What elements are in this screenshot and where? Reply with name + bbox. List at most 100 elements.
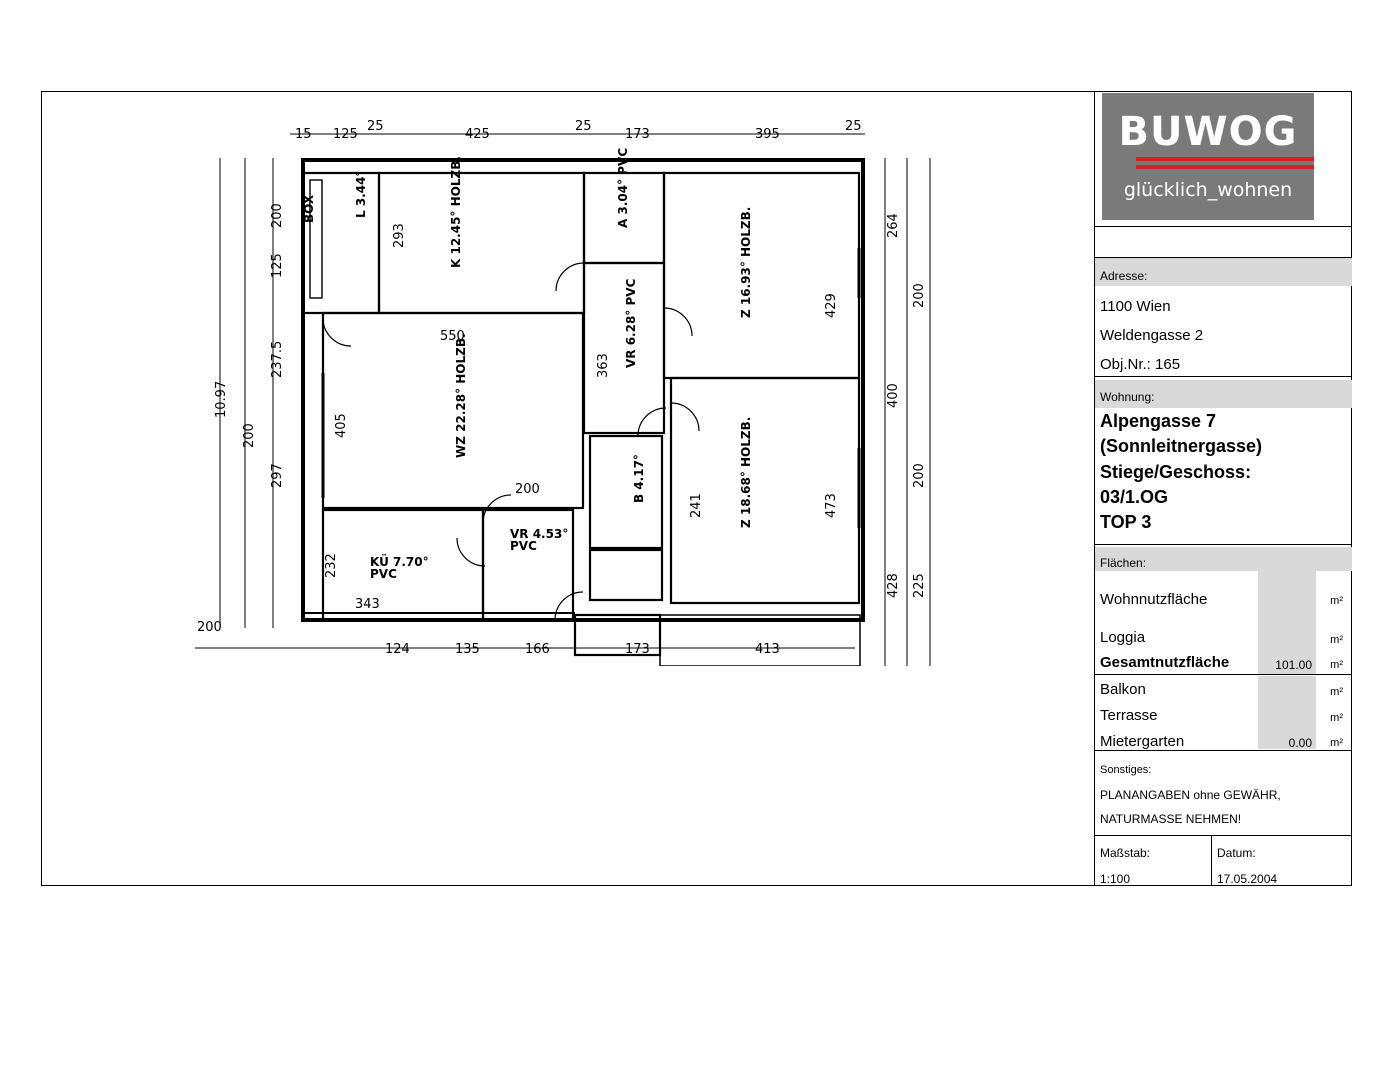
address-street: Weldengasse 2 (1100, 327, 1204, 344)
svg-text:425: 425 (465, 127, 490, 142)
floor-plan: 125 425 173 395 15 25 25 25 550 343 200 124 1… (195, 118, 940, 666)
svg-text:241: 241 (689, 493, 704, 518)
svg-text:25: 25 (575, 119, 592, 134)
area-name: Loggia (1100, 629, 1146, 646)
date-value: 17.05.2004 (1217, 872, 1278, 886)
svg-text:550: 550 (440, 329, 465, 344)
svg-text:297: 297 (270, 463, 285, 488)
area-unit: m² (1330, 634, 1343, 646)
logo-red-bar (1136, 157, 1314, 161)
svg-text:K 12.45° HOLZB.: K 12.45° HOLZB. (449, 156, 463, 268)
svg-text:Z 18.68° HOLZB.: Z 18.68° HOLZB. (739, 417, 753, 528)
svg-text:PVC: PVC (370, 567, 397, 581)
svg-text:200: 200 (515, 482, 540, 497)
svg-text:429: 429 (824, 293, 839, 318)
svg-text:225: 225 (912, 573, 927, 598)
other-label: Sonstiges: (1100, 764, 1152, 776)
svg-text:KÜ 7.70°: KÜ 7.70° (370, 554, 429, 569)
divider (1095, 835, 1352, 836)
area-name: Wohnnutzfläche (1100, 591, 1208, 608)
svg-text:428: 428 (886, 573, 901, 598)
apartment-line: Alpengasse 7 (1100, 411, 1217, 431)
area-unit: m² (1330, 686, 1343, 698)
areas-value-column (1258, 571, 1316, 674)
svg-text:166: 166 (525, 642, 550, 657)
drawing-frame (41, 91, 1352, 886)
apartment-label: Wohnung: (1100, 390, 1155, 404)
logo-red-bar (1136, 165, 1314, 169)
svg-text:473: 473 (824, 493, 839, 518)
svg-text:VR 4.53°: VR 4.53° (510, 527, 568, 541)
other-note: NATURMASSE NEHMEN! (1100, 812, 1242, 826)
svg-text:237.5: 237.5 (270, 341, 285, 378)
svg-text:L 3.44°: L 3.44° (354, 171, 368, 218)
svg-text:200: 200 (912, 283, 927, 308)
areas-label: Flächen: (1100, 556, 1147, 570)
scale-value: 1:100 (1100, 872, 1131, 886)
svg-text:343: 343 (355, 597, 380, 612)
divider (1095, 750, 1352, 751)
title-block: BUWOG glücklich_wohnen Adresse: 1100 Wie… (1094, 91, 1352, 886)
area-unit: m² (1330, 712, 1343, 724)
svg-text:200: 200 (912, 463, 927, 488)
area-name: Balkon (1100, 681, 1146, 698)
other-note: PLANANGABEN ohne GEWÄHR, (1100, 788, 1281, 802)
address-city: 1100 Wien (1100, 298, 1171, 315)
svg-text:Z 16.93° HOLZB.: Z 16.93° HOLZB. (739, 207, 753, 318)
area-value: 101.00 (1275, 658, 1312, 672)
area-name: Terrasse (1100, 707, 1158, 724)
svg-text:232: 232 (324, 553, 339, 578)
svg-text:173: 173 (625, 127, 650, 142)
svg-text:173: 173 (625, 642, 650, 657)
svg-text:124: 124 (385, 642, 410, 657)
divider (1095, 544, 1352, 545)
svg-text:293: 293 (392, 223, 407, 248)
divider (1211, 835, 1212, 885)
area-unit: m² (1330, 659, 1343, 671)
apartment-line: TOP 3 (1100, 512, 1152, 532)
svg-text:363: 363 (596, 353, 611, 378)
logo-tagline: glücklich_wohnen (1123, 179, 1293, 201)
area-unit: m² (1330, 595, 1343, 607)
logo-brand: BUWOG (1118, 109, 1298, 155)
divider (1095, 257, 1352, 258)
svg-text:15: 15 (295, 127, 312, 142)
areas-value-column (1258, 676, 1316, 749)
svg-text:395: 395 (755, 127, 780, 142)
svg-text:405: 405 (334, 413, 349, 438)
area-name: Mietergarten (1100, 733, 1185, 750)
svg-text:200: 200 (197, 620, 222, 635)
svg-text:B 4.17°: B 4.17° (632, 454, 646, 503)
svg-text:264: 264 (886, 213, 901, 238)
svg-text:25: 25 (367, 119, 384, 134)
apartment-line: (Sonnleitnergasse) (1100, 436, 1263, 456)
date-label: Datum: (1217, 846, 1256, 860)
area-unit: m² (1330, 737, 1343, 749)
apartment-line: 03/1.OG (1100, 487, 1169, 507)
svg-text:413: 413 (755, 642, 780, 657)
svg-text:A 3.04° PVC: A 3.04° PVC (616, 148, 630, 228)
apartment-header (1095, 380, 1352, 408)
svg-text:VR 6.28° PVC: VR 6.28° PVC (624, 278, 638, 368)
address-object: Obj.Nr.: 165 (1100, 356, 1181, 373)
buwog-logo: BUWOG glücklich_wohnen (1102, 93, 1314, 220)
svg-text:PVC: PVC (510, 539, 537, 553)
address-label: Adresse: (1100, 269, 1148, 283)
area-name: Gesamtnutzfläche (1100, 654, 1230, 671)
svg-text:10.97: 10.97 (214, 381, 229, 418)
divider (1095, 674, 1352, 675)
areas-header (1095, 547, 1352, 571)
area-value: 0.00 (1288, 736, 1312, 750)
svg-text:400: 400 (886, 383, 901, 408)
svg-text:135: 135 (455, 642, 480, 657)
divider (1095, 376, 1352, 377)
svg-text:125: 125 (270, 253, 285, 278)
apartment-line: Stiege/Geschoss: (1100, 462, 1252, 482)
svg-text:BOX: BOX (302, 194, 316, 223)
address-header (1095, 258, 1352, 286)
svg-text:25: 25 (845, 119, 862, 134)
svg-text:125: 125 (333, 127, 358, 142)
svg-text:200: 200 (270, 203, 285, 228)
svg-text:200: 200 (242, 423, 257, 448)
svg-text:WZ 22.28° HOLZB.: WZ 22.28° HOLZB. (454, 333, 468, 458)
